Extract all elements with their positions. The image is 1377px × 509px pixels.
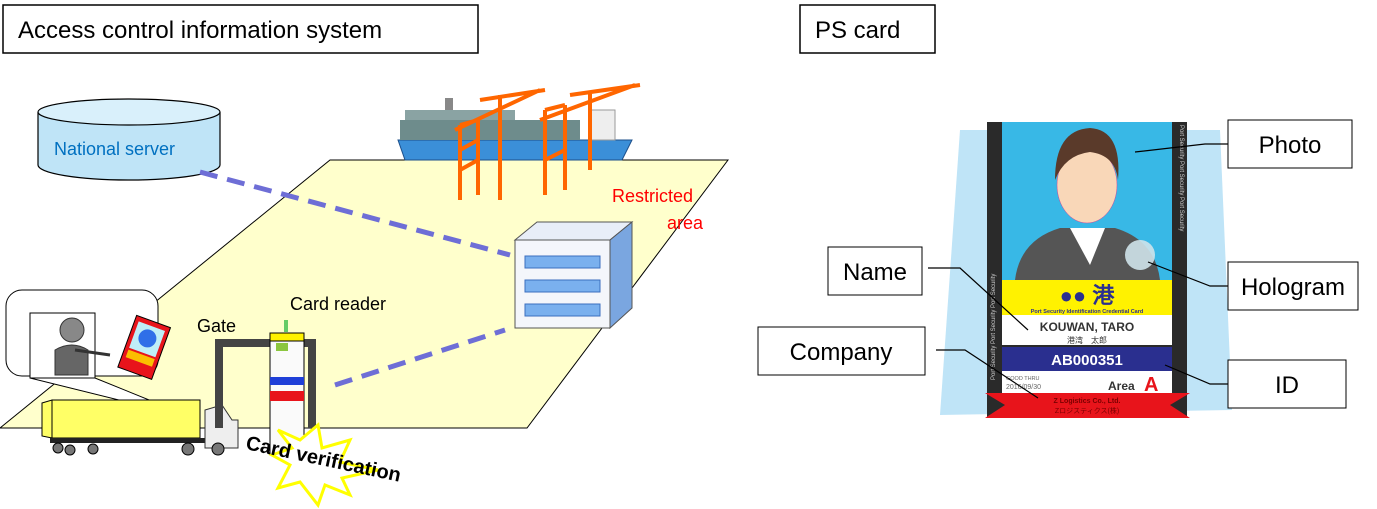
name-callout-box xyxy=(827,246,923,296)
card-header-subtitle: Port Security Identification Credential … xyxy=(1031,309,1143,315)
card-good-thru-date: 2016/09/30 xyxy=(1006,384,1041,391)
hologram-callout: Hologram xyxy=(1241,274,1345,301)
hologram-icon xyxy=(1125,240,1155,270)
restricted-area-label-1: Restricted xyxy=(612,186,693,206)
server-link-line xyxy=(199,169,511,258)
company-callout-box xyxy=(757,326,926,376)
card-company-en: Z Logistics Co., Ltd. xyxy=(1054,398,1121,405)
card-company-jp: Zロジスティクス(株) xyxy=(1055,406,1119,415)
gate-label: Gate xyxy=(197,316,236,336)
gate-icon xyxy=(215,339,316,428)
building-icon xyxy=(513,220,634,330)
id-callout-box xyxy=(1227,359,1347,409)
company-callout: Company xyxy=(790,339,893,366)
card-side-text-left: Port Security Port Security Port Securit… xyxy=(991,274,997,380)
right-title: PS card xyxy=(815,17,900,44)
card-area-label: Area xyxy=(1108,379,1135,393)
reader-link-line xyxy=(334,327,506,388)
driver-callout xyxy=(5,289,197,420)
photo-callout: Photo xyxy=(1259,132,1322,159)
national-server-label: National server xyxy=(54,139,175,159)
card-good-thru-label: GOOD THRU xyxy=(1006,376,1040,382)
verification-burst-icon xyxy=(268,422,379,509)
callout-lines xyxy=(928,143,1228,399)
card-area-value: A xyxy=(1144,374,1158,396)
national-server-icon xyxy=(37,98,221,181)
crane-icon xyxy=(454,83,641,200)
card-header-mark: ●● 港 xyxy=(1060,283,1116,308)
left-title: Access control information system xyxy=(18,17,382,44)
container-ship-icon xyxy=(397,98,633,161)
card-name-jp: 港湾 太郎 xyxy=(1067,335,1107,345)
id-callout: ID xyxy=(1275,372,1299,399)
restricted-area-label-2: area xyxy=(667,213,704,233)
photo-callout-box xyxy=(1227,119,1353,169)
hologram-callout-box xyxy=(1227,261,1359,311)
name-callout: Name xyxy=(843,259,907,286)
card-reader-label: Card reader xyxy=(290,294,386,314)
left-title-box xyxy=(2,4,479,54)
ps-card: ●● 港 Port Security Identification Creden… xyxy=(940,122,1232,418)
card-side-text-right: Port Security Port Security Port Securit… xyxy=(1178,125,1184,231)
card-name-en: KOUWAN, TARO xyxy=(1040,320,1134,334)
card-id-number: AB000351 xyxy=(1051,352,1123,369)
right-title-box xyxy=(799,4,936,54)
